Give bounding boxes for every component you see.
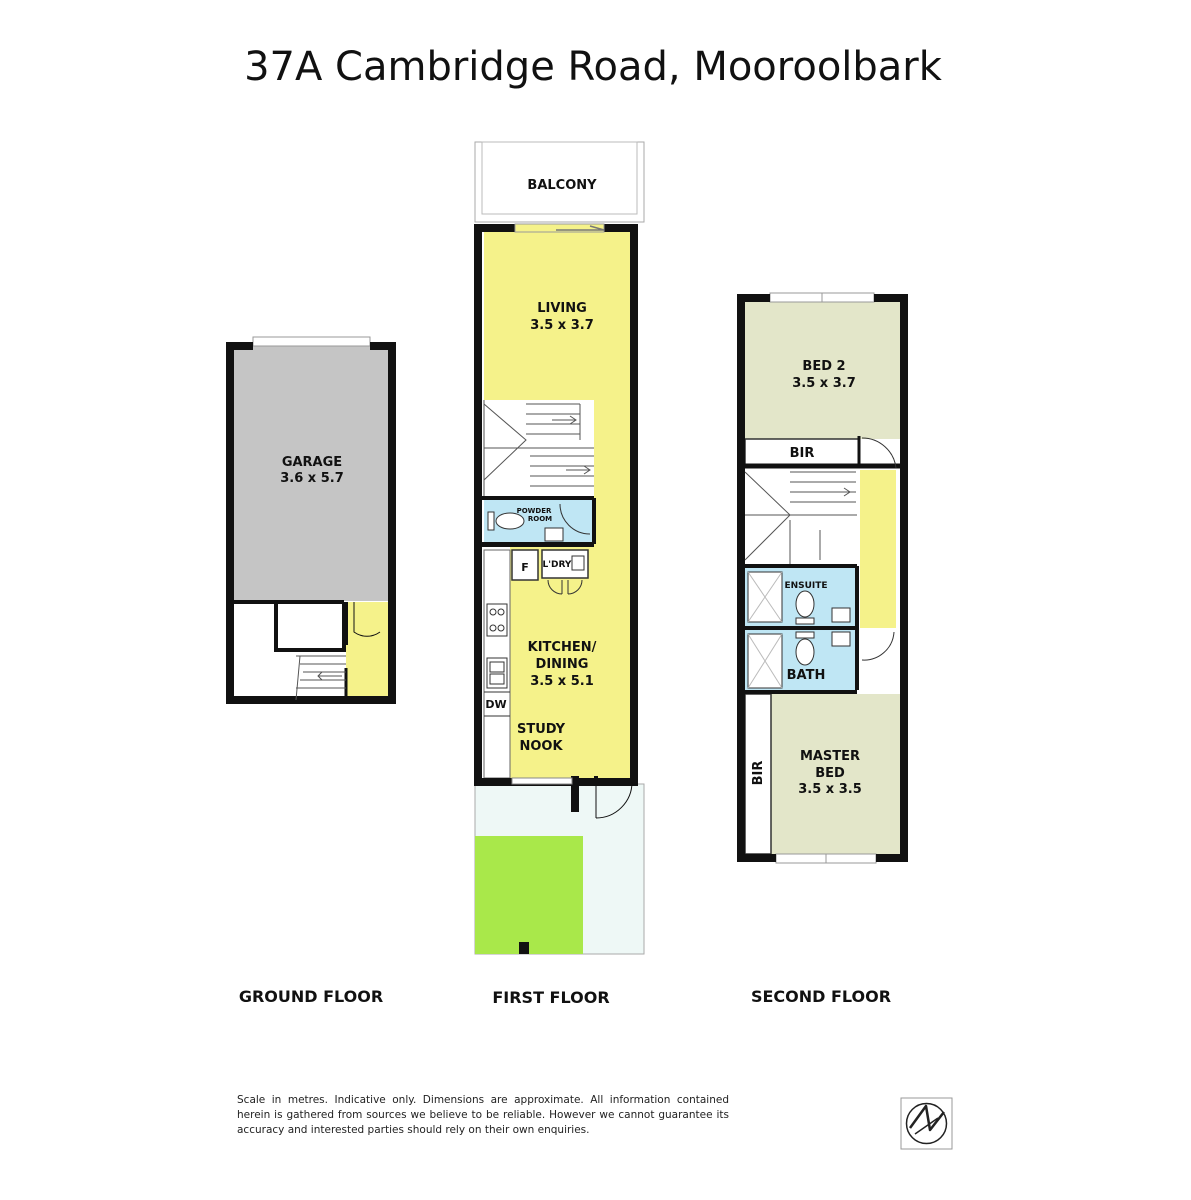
entry-post: [571, 776, 579, 812]
garage-room: [230, 346, 392, 601]
basin-icon: [544, 527, 564, 542]
entry-door: [595, 781, 633, 819]
ensuite-label: ENSUITE: [784, 581, 827, 591]
master-bed-label: BED: [815, 766, 845, 781]
bed-2-label: BED 2: [802, 359, 845, 374]
bir-top-label: BIR: [790, 446, 815, 461]
dining-label: DINING: [536, 657, 589, 672]
first-floor-stairs: [483, 400, 594, 496]
second-floor-walls: [737, 294, 908, 862]
garage-size: 3.6 x 5.7: [280, 471, 344, 486]
balcony-label: BALCONY: [527, 178, 597, 193]
fridge-label: F: [521, 561, 529, 574]
bed-2-size: 3.5 x 3.7: [792, 376, 856, 391]
dishwasher-label: DW: [485, 698, 506, 711]
bath-basin-icon: [831, 631, 851, 647]
ground-floor-plan: GARAGE 3.6 x 5.7 GROUND FLOOR: [226, 336, 396, 1006]
bath-label: BATH: [787, 668, 826, 683]
ensuite-toilet-icon: [795, 590, 815, 625]
master-size: 3.5 x 3.5: [798, 782, 862, 797]
bir-side-label: BIR: [751, 761, 766, 786]
garage-label: GARAGE: [282, 455, 342, 470]
first-floor-label: FIRST FLOOR: [492, 988, 609, 1007]
first-floor-plan: BALCONY LIVING 3.5 x 3.7 POWDER ROOM F L…: [474, 141, 645, 1007]
powder-room-label-2: ROOM: [528, 515, 552, 523]
ground-floor-walls: [226, 342, 396, 704]
fridge-space: [511, 549, 539, 581]
second-floor-plan: BED 2 3.5 x 3.7 BIR ENSUITE BATH BIR MAS…: [737, 292, 908, 1006]
living-label: LIVING: [537, 301, 587, 316]
master-robe: [744, 693, 772, 855]
bath-shower-icon: [747, 633, 783, 689]
page-title: 37A Cambridge Road, Mooroolbark: [244, 44, 943, 90]
ensuite-basin-icon: [831, 607, 851, 623]
kitchen-label: KITCHEN/: [528, 640, 597, 655]
laundry-label: L'DRY: [543, 560, 572, 570]
ground-floor-label: GROUND FLOOR: [239, 987, 383, 1006]
north-arrow-icon: [900, 1097, 953, 1150]
second-floor-stairs: [744, 471, 857, 564]
study-label: STUDY: [517, 722, 566, 737]
bed-2-room: [745, 302, 900, 439]
disclaimer-text: Scale in metres. Indicative only. Dimens…: [237, 1094, 729, 1136]
ensuite-shower-icon: [747, 571, 783, 623]
master-label: MASTER: [800, 749, 860, 764]
ground-stairs: [295, 655, 346, 701]
cooktop-icon: [486, 603, 508, 637]
ground-floor-hall: [346, 602, 392, 699]
garage-door: [252, 336, 371, 347]
kitchen-dining-room: [510, 546, 634, 778]
master-bed-room: [771, 694, 900, 854]
sink-icon: [486, 657, 508, 689]
second-floor-label: SECOND FLOOR: [751, 987, 891, 1006]
toilet-icon: [487, 511, 525, 531]
living-room: [484, 232, 634, 400]
kitchen-size: 3.5 x 5.1: [530, 674, 594, 689]
bath-toilet-icon: [795, 631, 815, 666]
lawn: [475, 836, 583, 954]
living-size: 3.5 x 3.7: [530, 318, 594, 333]
upper-hall: [860, 470, 896, 628]
hall-strip: [594, 400, 634, 546]
second-floor-stairs-area: [745, 468, 857, 564]
bed-2-robe: [744, 438, 860, 466]
powder-room-label-1: POWDER: [517, 507, 552, 515]
nook-label: NOOK: [519, 739, 563, 754]
